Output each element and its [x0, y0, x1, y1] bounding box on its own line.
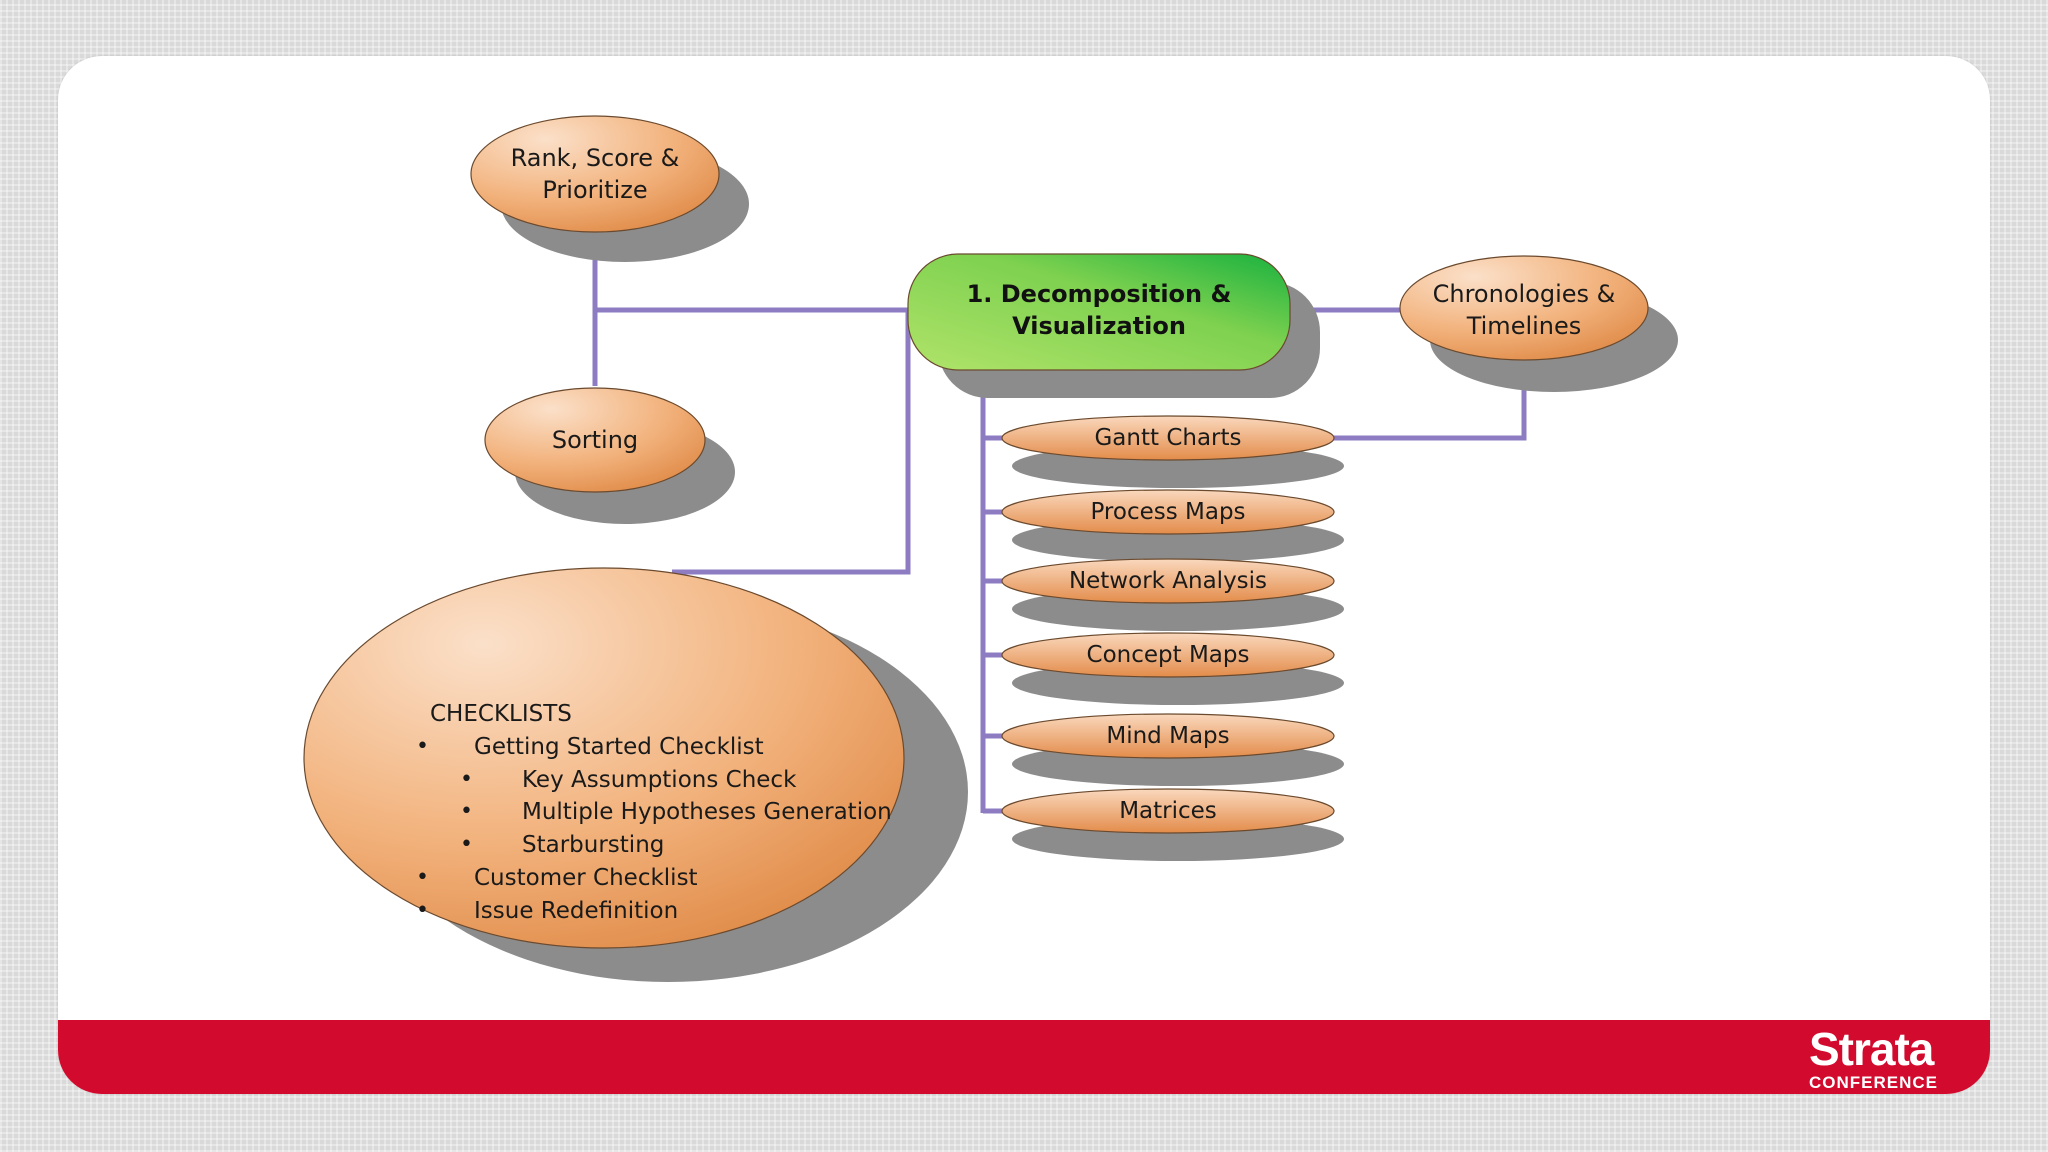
- list-item-text: Getting Started Checklist: [474, 734, 764, 760]
- list-item: • Multiple Hypotheses Generation: [430, 796, 950, 829]
- chronologies-node-line2: Timelines: [1466, 312, 1582, 340]
- slide: Rank, Score & Prioritize Sorting 1. Deco…: [58, 56, 1990, 1094]
- sorting-node-text: Sorting: [551, 426, 639, 454]
- list-item-text: Starbursting: [522, 832, 665, 859]
- list-item-text: Customer Checklist: [474, 864, 698, 891]
- sorting-node-label: Sorting: [485, 420, 705, 460]
- technique-node-4: [1001, 632, 1335, 678]
- center-node-line1: 1. Decomposition &: [966, 280, 1232, 308]
- footer-band: Strata CONFERENCE: [58, 1020, 1990, 1094]
- rank-node: [470, 115, 720, 233]
- strata-logo: Strata CONFERENCE: [1809, 1026, 1938, 1091]
- brand-name: Strata: [1808, 1023, 1934, 1075]
- list-item: • Customer Checklist: [416, 862, 950, 895]
- bullet-icon: •: [416, 897, 429, 923]
- chronologies-node-label: Chronologies & Timelines: [1400, 274, 1648, 346]
- list-item: • Getting Started Checklist: [416, 731, 950, 764]
- technique-text-5: Mind Maps: [1106, 723, 1230, 749]
- list-item-text: Multiple Hypotheses Generation: [522, 799, 892, 826]
- technique-text-6: Matrices: [1119, 798, 1217, 824]
- technique-label-gantt: Gantt Charts: [1002, 419, 1334, 457]
- connector-center-checklists: [672, 310, 911, 575]
- diagram-canvas: [303, 115, 1678, 982]
- technique-text-4: Concept Maps: [1086, 642, 1250, 668]
- chronologies-node-line1: Chronologies &: [1432, 280, 1616, 308]
- technique-node-5: [1001, 713, 1335, 759]
- center-node-line2: Visualization: [1012, 312, 1186, 340]
- list-item: • Issue Redefinition: [416, 895, 950, 928]
- nodes: [303, 115, 1649, 949]
- center-node-label: 1. Decomposition & Visualization: [908, 274, 1290, 346]
- rank-node-line2: Prioritize: [542, 176, 648, 204]
- technique-label-matrices: Matrices: [1002, 792, 1334, 830]
- checklists-node: [303, 567, 905, 949]
- technique-node-3: [1001, 558, 1335, 604]
- technique-text-3: Network Analysis: [1068, 568, 1268, 594]
- rank-node-line1: Rank, Score &: [510, 144, 680, 172]
- brand-subtitle: CONFERENCE: [1808, 1073, 1938, 1092]
- technique-node-6: [1001, 788, 1335, 834]
- technique-text-1: Gantt Charts: [1094, 425, 1242, 451]
- bullet-icon: •: [460, 799, 473, 825]
- rank-node-label: Rank, Score & Prioritize: [471, 138, 719, 210]
- checklists-title: CHECKLISTS: [430, 701, 572, 727]
- technique-node-1: [1001, 415, 1335, 461]
- bullet-icon: •: [460, 766, 473, 792]
- technique-label-process: Process Maps: [1002, 493, 1334, 531]
- bullet-icon: •: [416, 734, 429, 759]
- center-node: [907, 253, 1291, 371]
- list-item-text: Issue Redefinition: [474, 897, 679, 924]
- sorting-node: [484, 387, 706, 493]
- bullet-icon: •: [460, 832, 473, 858]
- checklists-items: • Getting Started Checklist • Key Assump…: [416, 731, 950, 928]
- list-item: • Starbursting: [430, 829, 950, 862]
- checklists-list: CHECKLISTS • Getting Started Checklist •…: [416, 698, 950, 928]
- technique-label-mind: Mind Maps: [1002, 717, 1334, 755]
- technique-label-concept: Concept Maps: [1002, 636, 1334, 674]
- technique-label-network: Network Analysis: [1002, 562, 1334, 600]
- technique-text-2: Process Maps: [1090, 499, 1246, 525]
- bullet-icon: •: [416, 864, 429, 890]
- list-item-text: Key Assumptions Check: [522, 766, 797, 793]
- list-item: • Key Assumptions Check: [430, 764, 950, 797]
- chronologies-node: [1399, 255, 1649, 361]
- technique-node-2: [1001, 489, 1335, 535]
